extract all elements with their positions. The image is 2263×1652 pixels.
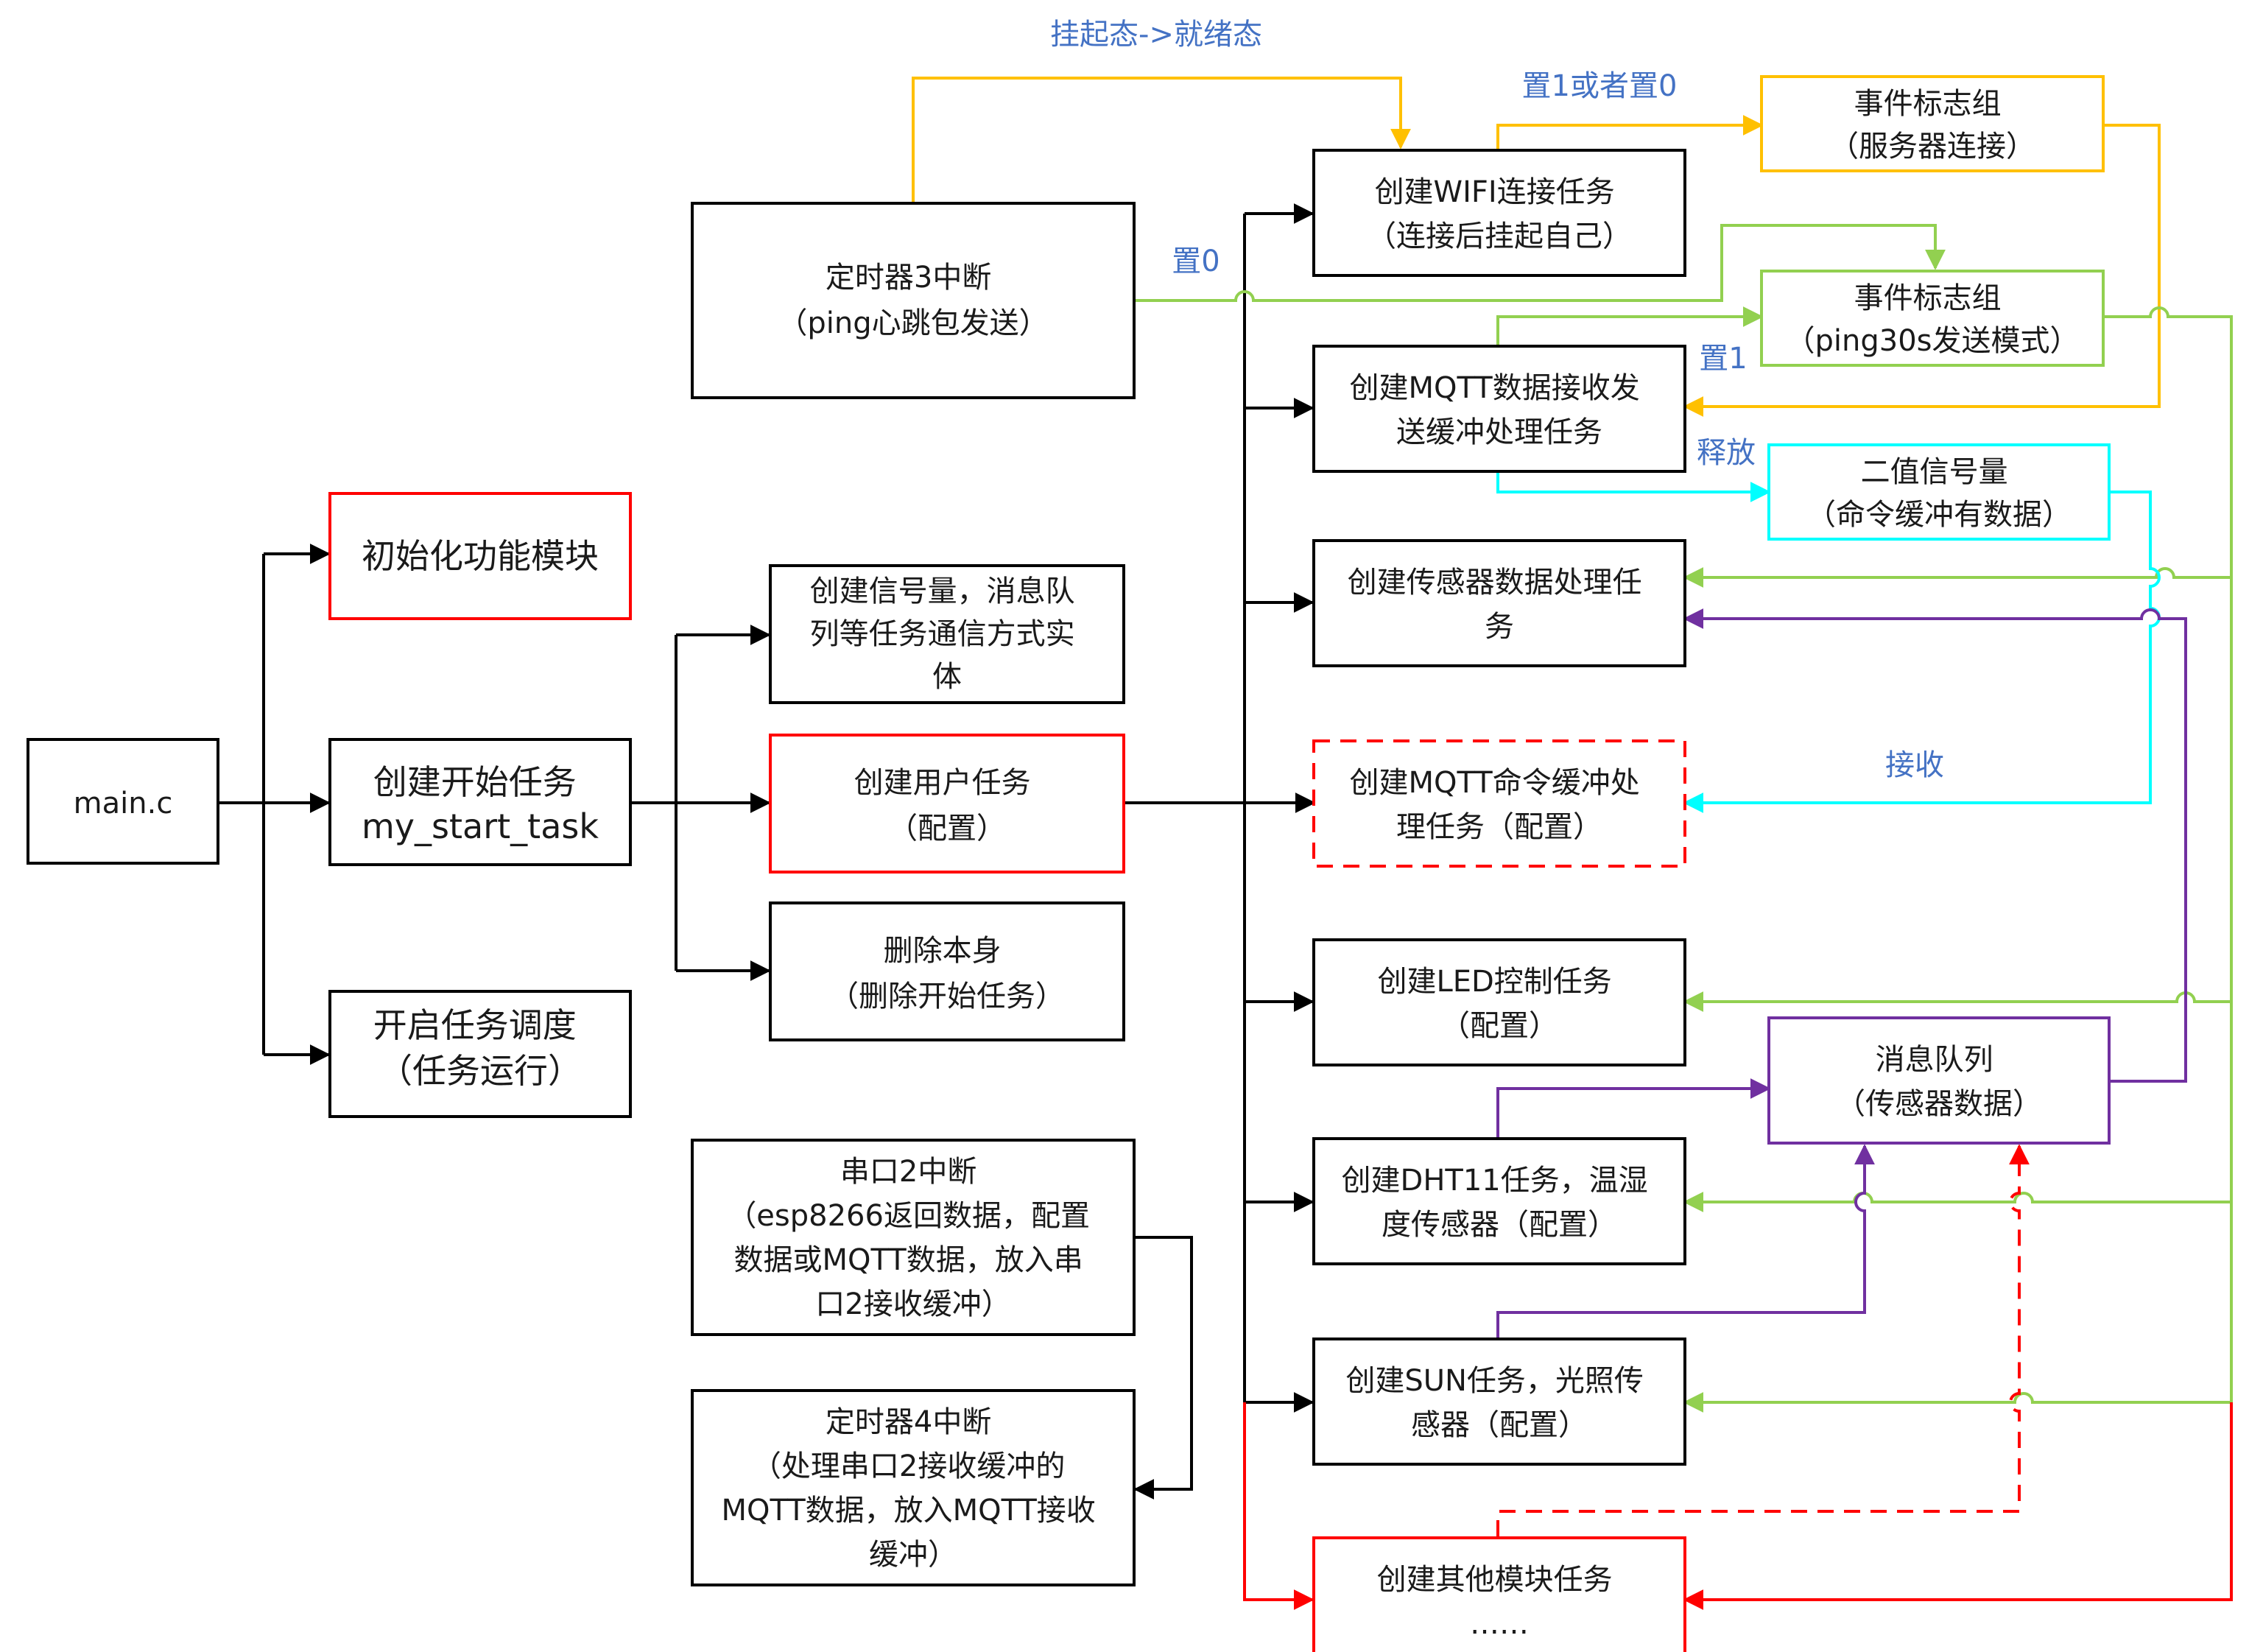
node-uart2-text: 串口2中断 （esp8266返回数据，配置 数据或MQTT数据，放入串 口2接收… — [727, 1155, 1099, 1321]
node-tim3-text: 定时器3中断 （ping心跳包发送） — [778, 261, 1048, 340]
node-bin-sem-text: 二值信号量 （命令缓冲有数据） — [1806, 455, 2072, 532]
label-set1: 置1 — [1699, 342, 1747, 376]
node-wifi — [1312, 149, 1686, 277]
node-texts: main.c 初始化功能模块 创建开始任务 my_start_task 开启任务… — [74, 87, 2080, 1641]
node-main — [27, 738, 219, 865]
label-release: 释放 — [1697, 436, 1756, 470]
node-mqtt-cmd — [1312, 739, 1686, 868]
node-init — [328, 492, 632, 620]
node-msg-queue — [1767, 1016, 2111, 1145]
node-del — [769, 901, 1125, 1041]
node-sun — [1312, 1338, 1686, 1466]
node-user — [769, 734, 1125, 874]
purple-edges — [1496, 608, 2187, 1338]
cyan-edges — [1496, 471, 2161, 813]
node-mqtt-rx-text: 创建MQTT数据接收发 送缓冲处理任务 — [1350, 371, 1650, 449]
node-sun-text: 创建SUN任务，光照传 感器（配置） — [1345, 1364, 1653, 1442]
node-mqtt-cmd-text: 创建MQTT命令缓冲处 理任务（配置） — [1350, 766, 1650, 844]
node-ev-server-text: 事件标志组 （服务器连接） — [1829, 87, 2035, 164]
red-dashed-edge — [1496, 1144, 2030, 1536]
node-led — [1312, 938, 1686, 1066]
node-other — [1312, 1536, 1686, 1652]
node-tim4 — [691, 1389, 1136, 1586]
edge-labels: 挂起态->就绪态 置1或者置0 置0 置1 释放 接收 — [1050, 18, 1944, 782]
node-sem-text: 创建信号量，消息队 列等任务通信方式实 体 — [810, 574, 1085, 694]
node-ev-ping — [1760, 270, 2105, 367]
node-mqtt-rx — [1312, 345, 1686, 473]
black-edges — [218, 203, 1316, 1500]
node-uart2 — [691, 1139, 1136, 1336]
node-main-text: main.c — [74, 787, 173, 820]
label-set1-or-set0: 置1或者置0 — [1522, 69, 1678, 103]
node-bin-sem — [1767, 443, 2111, 541]
label-receive: 接收 — [1885, 748, 1944, 782]
label-set0: 置0 — [1172, 245, 1220, 278]
node-sched — [328, 990, 632, 1118]
orange-edges — [912, 77, 2161, 417]
node-start-text: 创建开始任务 my_start_task — [362, 762, 599, 846]
node-sem — [769, 564, 1125, 704]
node-start — [328, 738, 632, 866]
node-msg-queue-text: 消息队列 （传感器数据） — [1836, 1043, 2042, 1121]
nodes — [27, 75, 2111, 1652]
node-dht-text: 创建DHT11任务，温湿 度传感器（配置） — [1342, 1164, 1658, 1242]
node-user-text: 创建用户任务 （配置） — [854, 766, 1041, 846]
node-sensor — [1312, 539, 1686, 667]
red-edge-other — [1243, 1402, 1314, 1610]
red-edge-other-return — [1683, 1402, 2233, 1610]
node-tim4-text: 定时器4中断 （处理串口2接收缓冲的 MQTT数据，放入MQTT接收 缓冲） — [721, 1405, 1105, 1572]
node-wifi-text: 创建WIFI连接任务 （连接后挂起自己） — [1367, 175, 1632, 253]
node-sched-text: 开启任务调度 （任务运行） — [373, 1005, 588, 1091]
label-suspend-ready: 挂起态->就绪态 — [1050, 18, 1262, 52]
node-tim3 — [691, 202, 1136, 399]
node-ev-server — [1760, 75, 2105, 172]
node-other-text: 创建其他模块任务 …… — [1377, 1563, 1622, 1641]
node-led-text: 创建LED控制任务 （配置） — [1377, 965, 1621, 1043]
node-ev-ping-text: 事件标志组 （ping30s发送模式） — [1786, 281, 2080, 358]
node-dht — [1312, 1137, 1686, 1265]
node-init-text: 初始化功能模块 — [362, 536, 599, 576]
node-sensor-text: 创建传感器数据处理任 务 — [1348, 566, 1652, 644]
node-del-text: 删除本身 （删除开始任务） — [829, 934, 1065, 1013]
